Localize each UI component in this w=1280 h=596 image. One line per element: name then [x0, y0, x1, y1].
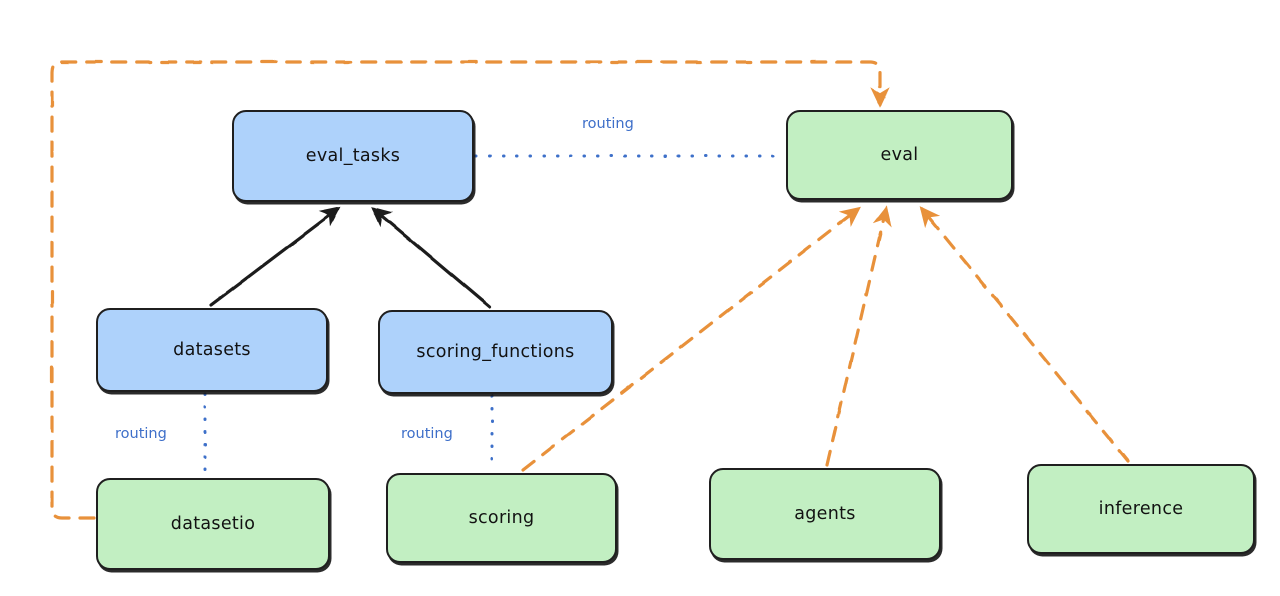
node-agents[interactable]: agents	[709, 468, 941, 560]
edge-datasets-to-eval-tasks	[209, 206, 341, 307]
edge-scoring-functions-to-eval-tasks	[371, 206, 492, 309]
node-inference[interactable]: inference	[1027, 464, 1255, 554]
node-label-agents: agents	[794, 504, 856, 524]
edge-inference-to-eval	[919, 206, 1130, 463]
node-label-datasets: datasets	[173, 340, 251, 360]
node-datasets[interactable]: datasets	[96, 308, 328, 392]
node-label-eval: eval	[880, 145, 919, 165]
edge-label-routing-eval-tasks-eval: routing	[579, 116, 637, 132]
edge-label-routing-datasets-datasetio: routing	[112, 426, 170, 442]
node-label-scoring-functions: scoring_functions	[416, 342, 575, 362]
node-scoring-functions[interactable]: scoring_functions	[378, 310, 613, 394]
edge-datasetio-to-eval	[50, 60, 890, 520]
node-label-inference: inference	[1098, 499, 1184, 519]
node-label-eval-tasks: eval_tasks	[305, 146, 401, 166]
edge-scoring-to-eval	[521, 206, 861, 472]
node-label-datasetio: datasetio	[170, 514, 256, 534]
node-label-scoring: scoring	[468, 508, 535, 528]
node-eval[interactable]: eval	[786, 110, 1013, 200]
edge-agents-to-eval	[825, 205, 892, 467]
node-eval-tasks[interactable]: eval_tasks	[232, 110, 474, 202]
node-datasetio[interactable]: datasetio	[96, 478, 330, 570]
node-scoring[interactable]: scoring	[386, 473, 617, 563]
edge-label-routing-scoring-functions-scoring: routing	[398, 426, 456, 442]
